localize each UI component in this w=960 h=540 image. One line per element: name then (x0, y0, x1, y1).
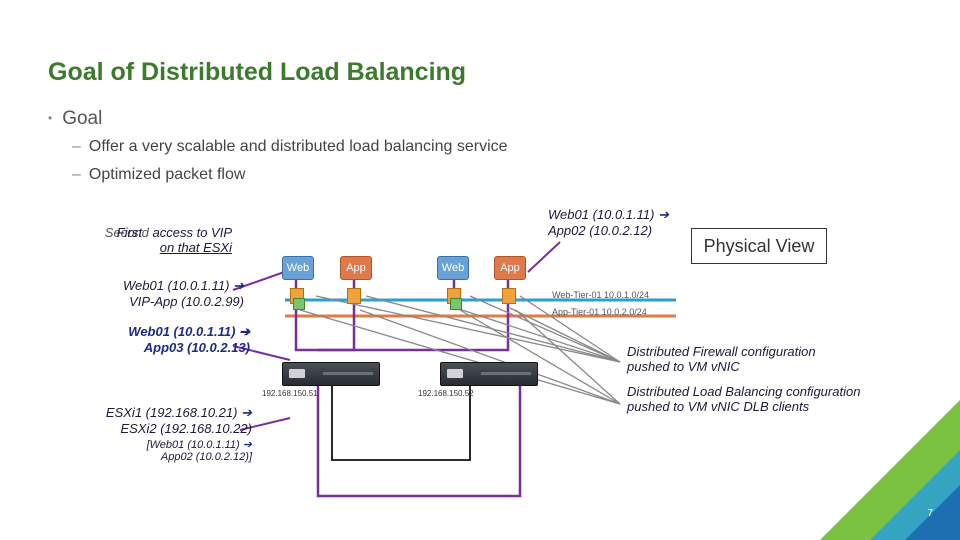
arrow-icon: ➔ (233, 278, 244, 293)
firewall-icon (347, 288, 361, 304)
app-tier-label: App-Tier-01 10.0.2.0/24 (552, 307, 647, 317)
dfw-line1: Distributed Firewall configuration (627, 344, 816, 359)
arrow-icon: ➔ (241, 405, 252, 420)
subbullet-1: –Offer a very scalable and distributed l… (72, 138, 508, 155)
host2-ip: 192.168.150.52 (418, 389, 474, 398)
arrow-icon: ➔ (239, 324, 250, 339)
slide-title: Goal of Distributed Load Balancing (48, 58, 467, 86)
on-that-esxi-text: on that ESXi (159, 240, 232, 255)
web01-app03-line2: App03 (10.0.2.13) (143, 340, 250, 355)
arrow-icon: ➔ (658, 207, 670, 222)
esxi-line4: App02 (10.0.2.12)] (160, 451, 252, 463)
load-balancer-icon (293, 298, 305, 310)
page-number: 7 (927, 508, 933, 519)
packet-path-2 (318, 316, 510, 352)
vm-web-1: Web (282, 256, 314, 280)
vm-app-1: App (340, 256, 372, 280)
web-tier-label: Web-Tier-01 10.0.1.0/24 (552, 290, 650, 300)
dlb-line1: Distributed Load Balancing configuration (627, 384, 861, 399)
bullet-goal-text: Goal (62, 108, 103, 129)
web01-vip-label: Web01 (10.0.1.11) ➔ VIP-App (10.0.2.99) (60, 278, 244, 309)
esxi-line3: [Web01 (10.0.1.11) (146, 439, 240, 451)
esxi-label: ESXi1 (192.168.10.21) ➔ ESXi2 (192.168.1… (60, 405, 252, 436)
subbullet-2: –Optimized packet flow (72, 166, 246, 183)
esxi-line1: ESXi1 (192.168.10.21) (105, 405, 238, 420)
web01-app03-label: Web01 (10.0.1.11) ➔ App03 (10.0.2.13) (60, 324, 250, 355)
firewall-icon (502, 288, 516, 304)
physical-view-box: Physical View (691, 228, 827, 264)
bullet-goal: •Goal (48, 108, 103, 129)
dlb-label: Distributed Load Balancing configuration… (627, 384, 860, 414)
load-balancer-icon (450, 298, 462, 310)
web01-app03-line1: Web01 (10.0.1.11) (128, 324, 236, 339)
web01-vip-line2: VIP-App (10.0.2.99) (129, 294, 244, 309)
vm-web-2: Web (437, 256, 469, 280)
subbullet-2-text: Optimized packet flow (88, 166, 246, 183)
esxi-host-1 (282, 362, 380, 386)
arrow-icon: ➔ (242, 439, 252, 451)
access-vip-text: access to VIP (152, 225, 232, 240)
web01-app02-label: Web01 (10.0.1.11) ➔ App02 (10.0.2.12) (548, 207, 669, 238)
subbullet-1-text: Offer a very scalable and distributed lo… (88, 138, 508, 155)
web01-vip-line1: Web01 (10.0.1.11) (122, 278, 230, 293)
esxi-vm-label: [Web01 (10.0.1.11) ➔ App02 (10.0.2.12)] (60, 438, 252, 463)
second-label: Second (104, 225, 149, 240)
packet-path-3 (316, 380, 522, 498)
esxi-line2: ESXi2 (192.168.10.22) (120, 421, 252, 436)
web01-app02-line2: App02 (10.0.2.12) (548, 223, 653, 238)
dlb-line2: pushed to VM vNIC DLB clients (627, 399, 810, 414)
first-label: First (116, 225, 143, 240)
web01-app02-line1: Web01 (10.0.1.11) (548, 207, 655, 222)
host1-ip: 192.168.150.51 (262, 389, 318, 398)
esxi-host-2 (440, 362, 538, 386)
dfw-line2: pushed to VM vNIC (627, 359, 740, 374)
vm-app-2: App (494, 256, 526, 280)
dfw-label: Distributed Firewall configuration pushe… (627, 344, 816, 374)
physical-link (331, 384, 471, 461)
